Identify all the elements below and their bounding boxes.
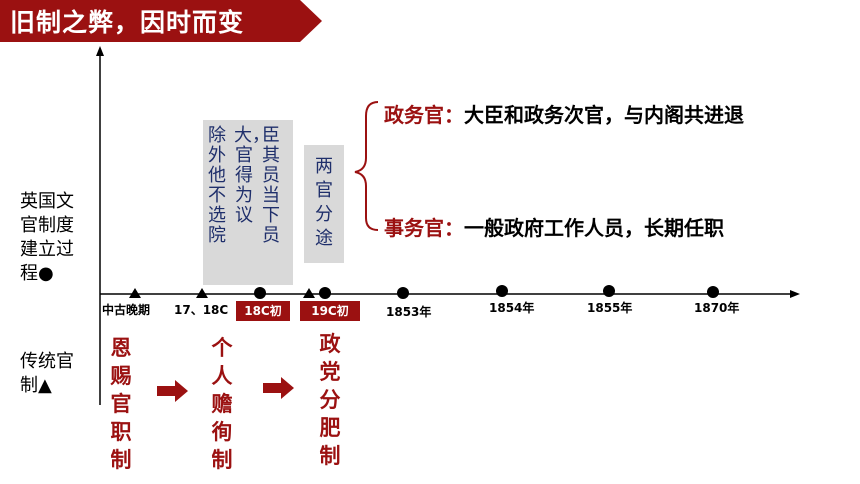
box-separation-text: 两官分途 <box>315 156 333 249</box>
tag-19c: 19C初 <box>300 301 360 321</box>
stage-spoils-system: 政党分肥制 <box>319 332 341 468</box>
dot-marker-1854 <box>496 285 508 297</box>
civil-officer: 事务官：一般政府工作人员，长期任职 <box>384 216 724 240</box>
tick-label-1855: 1855年 <box>587 301 633 315</box>
tick-label-1718c: 17、18C <box>174 303 229 317</box>
brace <box>354 101 379 231</box>
box-separation <box>304 145 344 263</box>
box1-col-2: 大，官得为议 <box>234 125 270 226</box>
title-banner <box>0 0 322 42</box>
arrow-2 <box>263 377 294 399</box>
box1-col-3: 臣其员当下员 <box>262 125 280 246</box>
stage-patronage: 恩赐官职制 <box>110 336 132 472</box>
page-title: 旧制之弊，因时而变 <box>10 8 245 37</box>
box-members-rule <box>203 120 293 285</box>
tag-18c: 18C初 <box>236 301 290 321</box>
triangle-marker-medieval <box>129 288 141 298</box>
tick-label-1854: 1854年 <box>489 301 535 315</box>
stage-personal-favoritism: 个人赡徇制 <box>211 336 233 472</box>
y-label-traditional: 传统官 制▲ <box>20 351 74 396</box>
triangle-marker-19c <box>303 288 315 298</box>
arrow-1 <box>157 380 188 402</box>
dot-marker-1855 <box>603 285 615 297</box>
y-label-uk: 英国文 官制度 建立过 程● <box>20 191 74 284</box>
box-members-rule-text: 除外他不选院 大，官得为议 臣其员当下员 <box>207 126 281 246</box>
political-officer: 政务官：大臣和政务次官，与内阁共进退 <box>384 103 744 127</box>
dot-marker-18c <box>254 287 266 299</box>
box1-col-1: 除外他不选院 <box>208 125 226 246</box>
tick-label-1870: 1870年 <box>694 301 740 315</box>
tick-label-medieval: 中古晚期 <box>102 303 151 317</box>
dot-marker-1853 <box>397 287 409 299</box>
tick-label-1853: 1853年 <box>386 305 432 319</box>
dot-marker-1870 <box>707 286 719 298</box>
triangle-marker-1718c <box>196 288 208 298</box>
dot-marker-19c <box>319 287 331 299</box>
